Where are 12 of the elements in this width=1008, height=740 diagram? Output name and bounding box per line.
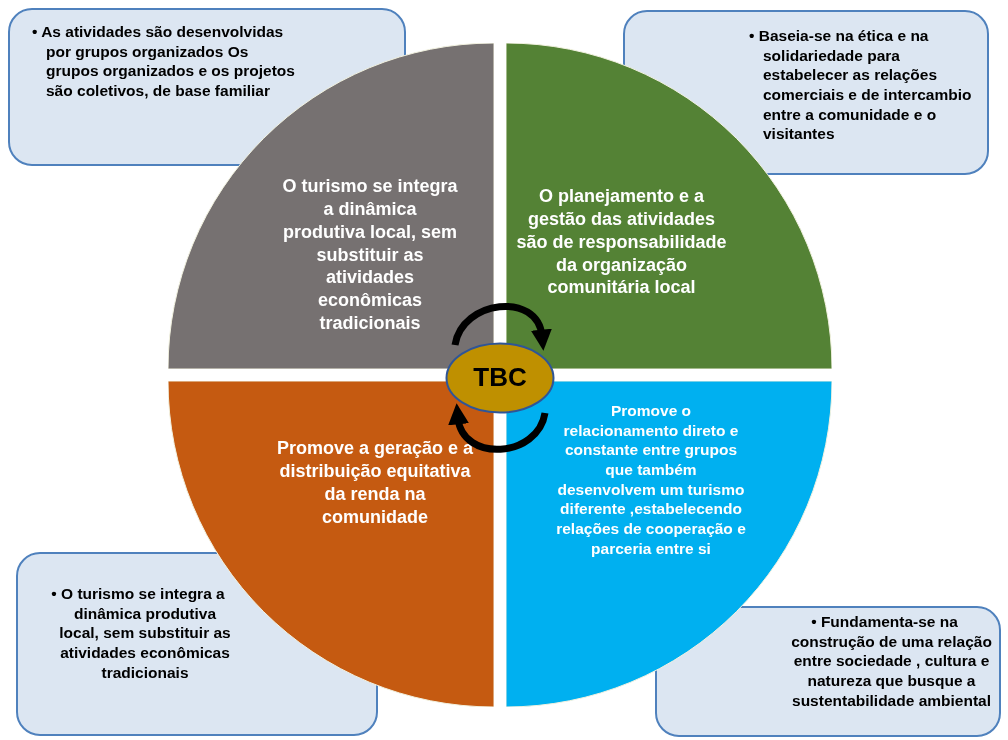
curved-arrow xyxy=(449,403,549,453)
bullet-text: • Baseia-se na ética e na solidariedade para estabelecer as relações comerciais e de intercambio entre a comunidade e o visitantes xyxy=(749,26,973,145)
curved-arrow xyxy=(451,303,551,351)
bullet-text: • As atividades são desenvolvidas por grupos organizados Os grupos organizados e os projetos são coletivos, de base familiar xyxy=(32,22,296,101)
quadrant-text: Promove o relacionamento direto e constante entre grupos que também desenvolvem um turismo diferente ,estabelecendo relações de cooperação e parceria entre si xyxy=(556,401,746,559)
quadrant-text: O turismo se integra a dinâmica produtiva local, sem substituir as atividades econômicas tradicionais xyxy=(281,175,459,335)
quadrant-text: Promove a geração e a distribuição equitativa da renda na comunidade xyxy=(275,437,475,529)
info-card xyxy=(655,606,1001,737)
center-label: TBC xyxy=(472,362,528,393)
bullet-text: • Fundamenta-se na construção de uma relação entre sociedade , cultura e natureza que busque a sustentabilidade ambiental xyxy=(790,612,993,711)
bullet-text: • O turismo se integra a dinâmica produtiva local, sem substituir as atividades econômicas tradicionais xyxy=(50,584,232,683)
quadrant-text: O planejamento e a gestão das atividades são de responsabilidade da organização comunitária local xyxy=(515,185,728,300)
